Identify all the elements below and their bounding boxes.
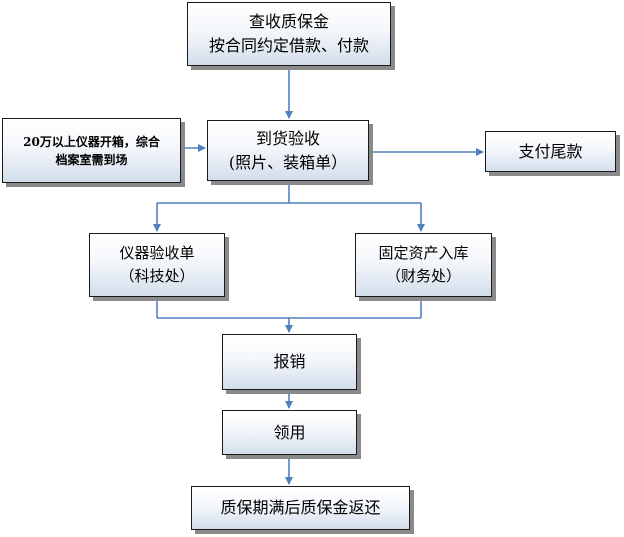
node-final-payment-line1: 支付尾款 — [518, 141, 583, 161]
node-requisition: 领用 — [222, 410, 357, 455]
node-arrival-check-line1: 到货验收 — [255, 128, 320, 148]
node-inspect-deposit-line2: 按合同约定借款、付款 — [208, 36, 369, 55]
node-instrument-receipt-line1: 仪器验收单 — [119, 244, 195, 262]
node-asset-warehousing: 固定资产入库 （财务处） — [355, 233, 492, 297]
node-final-payment: 支付尾款 — [485, 131, 616, 172]
node-asset-warehousing-line2: （财务处） — [385, 267, 461, 285]
node-arrival-check-line2: (照片、装箱单） — [228, 152, 348, 172]
node-inspect-deposit: 查收质保金 按合同约定借款、付款 — [187, 2, 391, 66]
node-unboxing-note: 20万以上仪器开箱，综合 档案室需到场 — [2, 118, 181, 183]
node-instrument-receipt-line2: （科技处） — [119, 267, 195, 285]
node-arrival-check: 到货验收 (照片、装箱单） — [207, 120, 369, 181]
node-reimbursement-line1: 报销 — [273, 352, 306, 371]
node-requisition-line1: 领用 — [273, 422, 306, 442]
node-asset-warehousing-line1: 固定资产入库 — [378, 244, 469, 262]
node-deposit-return-line1: 质保期满后质保金返还 — [220, 498, 381, 517]
node-inspect-deposit-line1: 查收质保金 — [248, 12, 329, 31]
node-deposit-return: 质保期满后质保金返还 — [191, 486, 410, 530]
node-unboxing-note-line2: 档案室需到场 — [55, 152, 128, 167]
node-unboxing-note-line1: 20万以上仪器开箱，综合 — [23, 134, 160, 149]
node-instrument-receipt: 仪器验收单 （科技处） — [89, 233, 225, 297]
node-reimbursement: 报销 — [222, 334, 357, 390]
